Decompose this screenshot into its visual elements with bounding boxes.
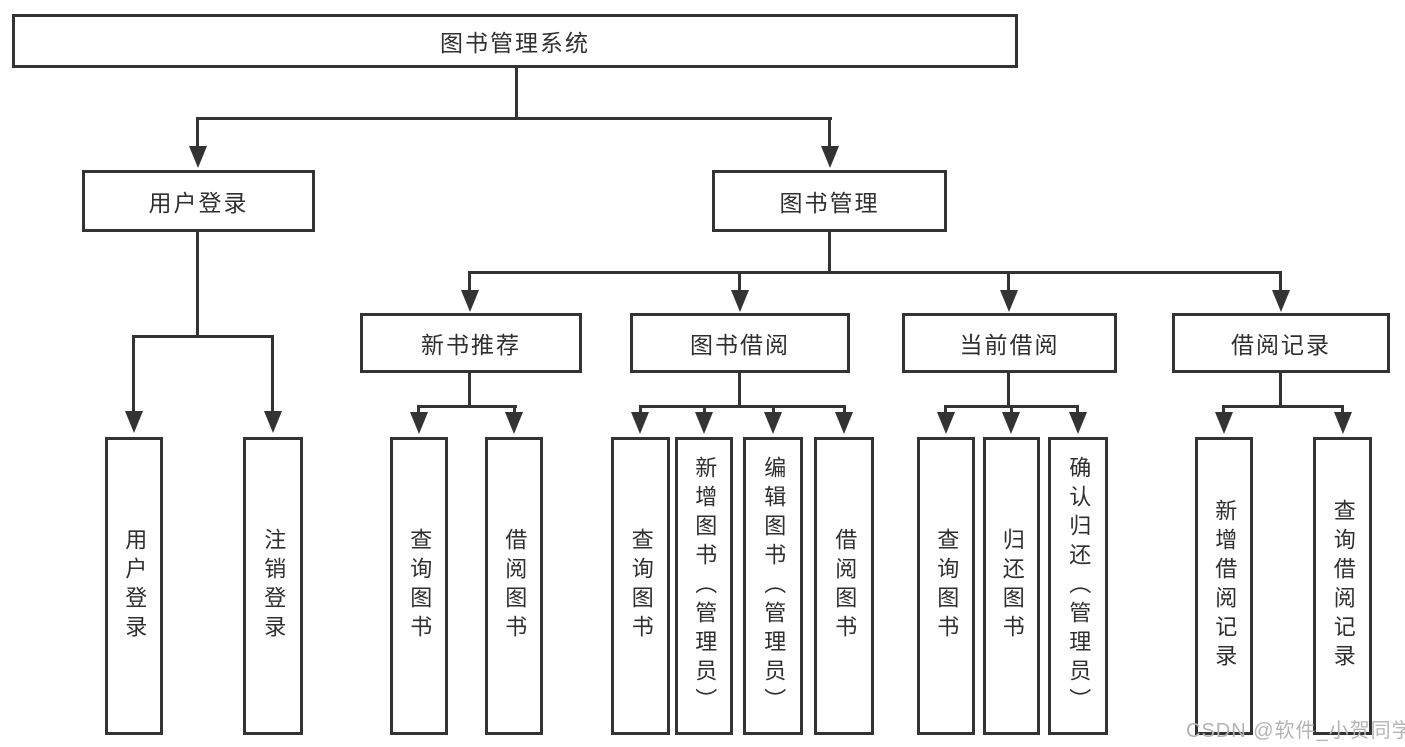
connector-line	[639, 405, 845, 408]
leaf-add-borrow-record: 新增借阅记录	[1195, 437, 1253, 735]
leaf-label: 新增借阅记录	[1212, 499, 1238, 673]
arrow-down-icon	[1000, 290, 1018, 312]
leaf-return-books: 归还图书	[983, 437, 1040, 735]
connector-line	[468, 373, 471, 408]
connector-line	[639, 405, 642, 414]
connector-line	[1007, 271, 1010, 292]
arrow-down-icon	[125, 411, 143, 433]
leaf-edit-book-admin: 编辑图书（管理员）	[743, 437, 803, 735]
connector-line	[703, 405, 706, 414]
leaf-add-book-admin: 新增图书（管理员）	[675, 437, 733, 735]
leaf-label: 注销登录	[261, 528, 287, 644]
arrow-down-icon	[1069, 412, 1087, 434]
connector-line	[843, 405, 846, 414]
node-user-login: 用户登录	[82, 170, 315, 232]
connector-line	[1076, 405, 1079, 414]
leaf-borrow-books-recommend: 借阅图书	[485, 437, 543, 735]
connector-line	[132, 335, 274, 338]
leaf-label: 查询图书	[407, 528, 433, 644]
connector-line	[468, 271, 1282, 274]
node-book-borrowing: 图书借阅	[630, 313, 850, 373]
connector-line	[196, 117, 832, 120]
arrow-down-icon	[1272, 290, 1290, 312]
leaf-label: 查询图书	[628, 528, 654, 644]
connector-line	[1222, 405, 1344, 408]
connector-line	[738, 271, 741, 292]
connector-line	[1341, 405, 1344, 414]
leaf-label: 归还图书	[999, 528, 1025, 644]
connector-line	[1279, 271, 1282, 292]
arrow-down-icon	[264, 411, 282, 433]
node-library-management-system: 图书管理系统	[12, 14, 1018, 68]
arrow-down-icon	[631, 412, 649, 434]
leaf-label: 用户登录	[122, 528, 148, 644]
connector-line	[417, 405, 420, 414]
leaf-confirm-return-admin: 确认归还（管理员）	[1048, 437, 1108, 735]
connector-line	[1010, 405, 1013, 414]
leaf-label: 借阅图书	[832, 528, 858, 644]
watermark: CSDN @软件_小贺同学	[1186, 720, 1405, 742]
connector-line	[1007, 373, 1010, 408]
leaf-label: 借阅图书	[502, 528, 528, 644]
arrow-down-icon	[695, 412, 713, 434]
connector-line	[944, 405, 947, 414]
connector-line	[1279, 373, 1282, 408]
arrow-down-icon	[189, 146, 207, 168]
connector-line	[132, 335, 135, 412]
arrow-down-icon	[1215, 412, 1233, 434]
connector-line	[417, 405, 517, 408]
arrow-down-icon	[821, 146, 839, 168]
arrow-down-icon	[731, 290, 749, 312]
arrow-down-icon	[764, 412, 782, 434]
connector-line	[772, 405, 775, 414]
arrow-down-icon	[461, 290, 479, 312]
connector-line	[738, 373, 741, 408]
arrow-down-icon	[1002, 412, 1020, 434]
arrow-down-icon	[835, 412, 853, 434]
leaf-label: 查询借阅记录	[1330, 499, 1356, 673]
connector-line	[515, 68, 518, 120]
connector-line	[828, 117, 831, 149]
node-borrowing-records: 借阅记录	[1172, 313, 1390, 373]
leaf-query-books-current: 查询图书	[917, 437, 975, 735]
arrow-down-icon	[505, 412, 523, 434]
leaf-label: 确认归还（管理员）	[1066, 455, 1092, 717]
connector-line	[1222, 405, 1225, 414]
connector-line	[271, 335, 274, 412]
leaf-logout: 注销登录	[243, 437, 303, 735]
node-new-book-recommendation: 新书推荐	[360, 313, 582, 373]
arrow-down-icon	[937, 412, 955, 434]
leaf-user-login: 用户登录	[105, 437, 163, 735]
leaf-query-borrow-record: 查询借阅记录	[1313, 437, 1372, 735]
leaf-label: 编辑图书（管理员）	[761, 455, 787, 717]
node-current-borrowing: 当前借阅	[902, 313, 1117, 373]
leaf-query-books-borrowing: 查询图书	[611, 437, 670, 735]
leaf-borrow-books-borrowing: 借阅图书	[814, 437, 874, 735]
connector-line	[196, 117, 199, 149]
connector-line	[828, 232, 831, 274]
arrow-down-icon	[1334, 412, 1352, 434]
connector-line	[196, 232, 199, 338]
leaf-label: 新增图书（管理员）	[692, 455, 718, 717]
leaf-query-books-recommend: 查询图书	[390, 437, 448, 735]
arrow-down-icon	[410, 412, 428, 434]
connector-line	[468, 271, 471, 292]
node-book-management: 图书管理	[712, 170, 947, 232]
leaf-label: 查询图书	[934, 528, 960, 644]
connector-line	[513, 405, 516, 414]
